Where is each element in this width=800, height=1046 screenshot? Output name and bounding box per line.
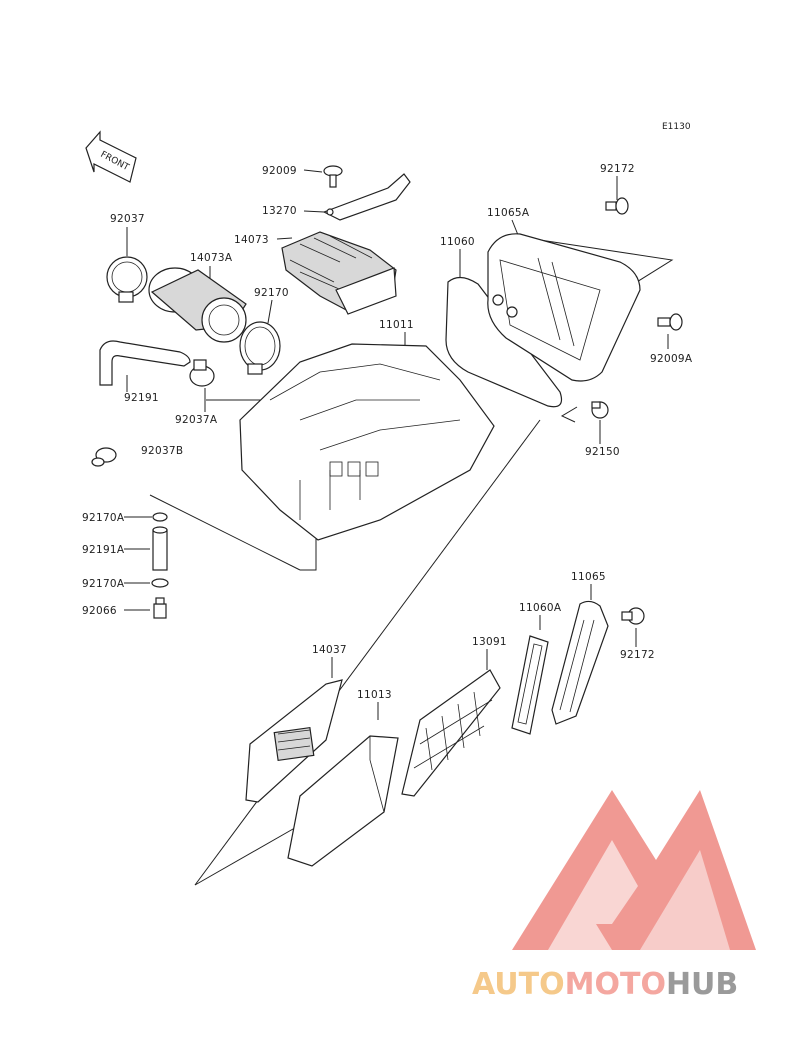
label-14073: 14073	[234, 234, 269, 246]
part-13091-grid	[401, 669, 501, 797]
part-92066-plug	[153, 597, 167, 619]
label-92172-bottom: 92172	[620, 649, 655, 661]
diagram-code: E1130	[662, 122, 691, 132]
part-92170A-clamp-lower	[151, 578, 169, 588]
part-14037-screen	[245, 679, 343, 803]
label-92037A: 92037A	[175, 414, 218, 426]
label-92170A-lower: 92170A	[82, 578, 125, 590]
part-92037B-clip	[91, 447, 117, 467]
part-11013-element	[287, 735, 399, 867]
part-92037A-clamp	[189, 359, 215, 387]
label-92150: 92150	[585, 446, 620, 458]
part-11065A-cover	[487, 233, 641, 382]
label-92170: 92170	[254, 287, 289, 299]
part-92170A-clamp-upper	[152, 512, 168, 522]
part-13270-bracket	[322, 173, 411, 221]
part-92037-clamp	[106, 256, 148, 303]
label-14037: 14037	[312, 644, 347, 656]
label-11011: 11011	[379, 319, 414, 331]
label-92009A: 92009A	[650, 353, 693, 365]
part-14073A-boot	[148, 267, 247, 343]
part-92009-screw	[323, 165, 343, 188]
label-92191: 92191	[124, 392, 159, 404]
part-92191-hose	[99, 340, 191, 386]
part-92170-clamp	[239, 321, 281, 375]
label-92009: 92009	[262, 165, 297, 177]
front-arrow-icon: FRONT	[85, 130, 137, 183]
label-11060A: 11060A	[519, 602, 562, 614]
part-14073-duct	[281, 231, 397, 315]
label-14073A: 14073A	[190, 252, 233, 264]
label-92170A-upper: 92170A	[82, 512, 125, 524]
label-92037: 92037	[110, 213, 145, 225]
watermark-text-auto: AUTOMOTOHUB	[472, 967, 738, 1002]
label-92066: 92066	[82, 605, 117, 617]
label-11013: 11013	[357, 689, 392, 701]
part-11060A-gasket	[511, 635, 549, 735]
label-11060: 11060	[440, 236, 475, 248]
part-11065-cover	[551, 600, 609, 725]
part-92172-bolt-bottom	[621, 607, 645, 625]
label-11065A: 11065A	[487, 207, 530, 219]
label-92037B: 92037B	[141, 445, 183, 457]
part-92150-bolt	[591, 401, 609, 419]
part-11060-gasket	[445, 276, 563, 408]
label-11065: 11065	[571, 571, 606, 583]
part-92191A-tube	[152, 526, 168, 571]
label-13270: 13270	[262, 205, 297, 217]
part-92172-bolt-top	[605, 197, 629, 215]
label-92172-top: 92172	[600, 163, 635, 175]
watermark-logo	[512, 790, 756, 950]
part-11011-airbox	[239, 343, 495, 541]
label-92191A: 92191A	[82, 544, 125, 556]
part-92009A-bolt	[657, 313, 683, 331]
label-13091: 13091	[472, 636, 507, 648]
